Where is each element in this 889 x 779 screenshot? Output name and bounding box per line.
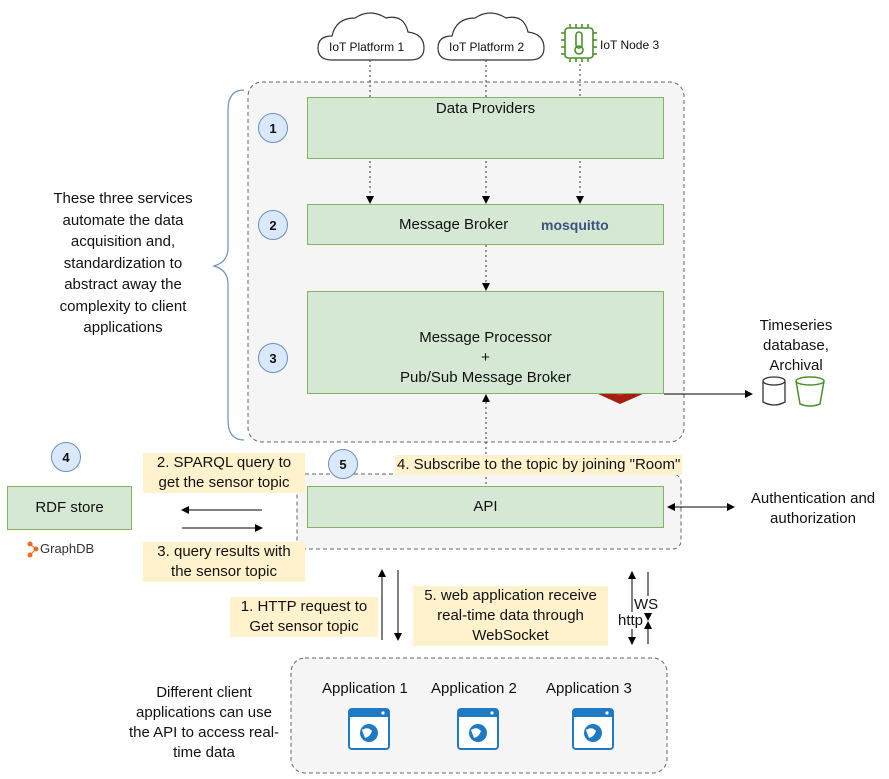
browser-window-icon xyxy=(572,708,614,750)
http-request-note: 1. HTTP request to Get sensor topic xyxy=(230,597,378,637)
websocket-note: 5. web application receive real-time dat… xyxy=(413,586,608,646)
step-3-badge: 3 xyxy=(258,343,288,373)
data-providers-label: Data Providers xyxy=(435,100,536,117)
browser-window-icon xyxy=(457,708,499,750)
data-providers-box: Data Providers xyxy=(307,97,664,159)
graphdb-logo: GraphDB xyxy=(40,541,95,556)
rdf-store-box: RDF store xyxy=(7,486,132,530)
database-icon xyxy=(762,376,786,406)
application-2-label: Application 2 xyxy=(431,680,517,697)
application-1-label: Application 1 xyxy=(322,680,408,697)
message-processor-box: Message Processor + Pub/Sub Message Brok… xyxy=(307,291,664,394)
sparql-query-note: 2. SPARQL query to get the sensor topic xyxy=(143,453,305,493)
message-broker-box: Message Broker mosquitto xyxy=(307,204,664,245)
rdf-store-label: RDF store xyxy=(35,499,104,516)
auth-label: Authentication and authorization xyxy=(750,490,876,527)
step-5-badge: 5 xyxy=(328,449,358,479)
ws-label: WS xyxy=(634,596,659,613)
services-explanation: These three services automate the data a… xyxy=(53,190,193,336)
api-box: API xyxy=(307,486,664,528)
query-results-note: 3. query results with the sensor topic xyxy=(143,542,305,582)
iot-platform-2-label: IoT Platform 2 xyxy=(449,40,525,54)
thermometer-chip-icon xyxy=(561,24,597,62)
step-4-badge: 4 xyxy=(51,442,81,472)
message-processor-label: Message Processor xyxy=(419,329,552,346)
api-label: API xyxy=(473,498,498,515)
curly-bracket xyxy=(211,89,245,441)
graphdb-logo-icon xyxy=(27,541,39,558)
bucket-icon xyxy=(795,376,825,407)
cloud-icon xyxy=(437,12,545,61)
pubsub-broker-label: Pub/Sub Message Broker xyxy=(400,369,571,386)
message-broker-label: Message Broker xyxy=(399,216,509,233)
iot-node-3-label: IoT Node 3 xyxy=(600,38,660,52)
http-label: http xyxy=(618,612,644,629)
timeseries-label: Timeseries database, Archival xyxy=(759,317,833,374)
step-2-badge: 2 xyxy=(258,210,288,240)
browser-window-icon xyxy=(348,708,390,750)
cloud-icon xyxy=(317,12,425,61)
application-3-label: Application 3 xyxy=(546,680,632,697)
client-explanation: Different client applications can use th… xyxy=(128,684,280,761)
processor-plus: + xyxy=(481,349,490,366)
step-1-badge: 1 xyxy=(258,113,288,143)
iot-platform-1-label: IoT Platform 1 xyxy=(329,40,405,54)
mosquitto-logo: mosquitto xyxy=(541,217,609,233)
subscribe-note: 4. Subscribe to the topic by joining "Ro… xyxy=(395,455,683,475)
